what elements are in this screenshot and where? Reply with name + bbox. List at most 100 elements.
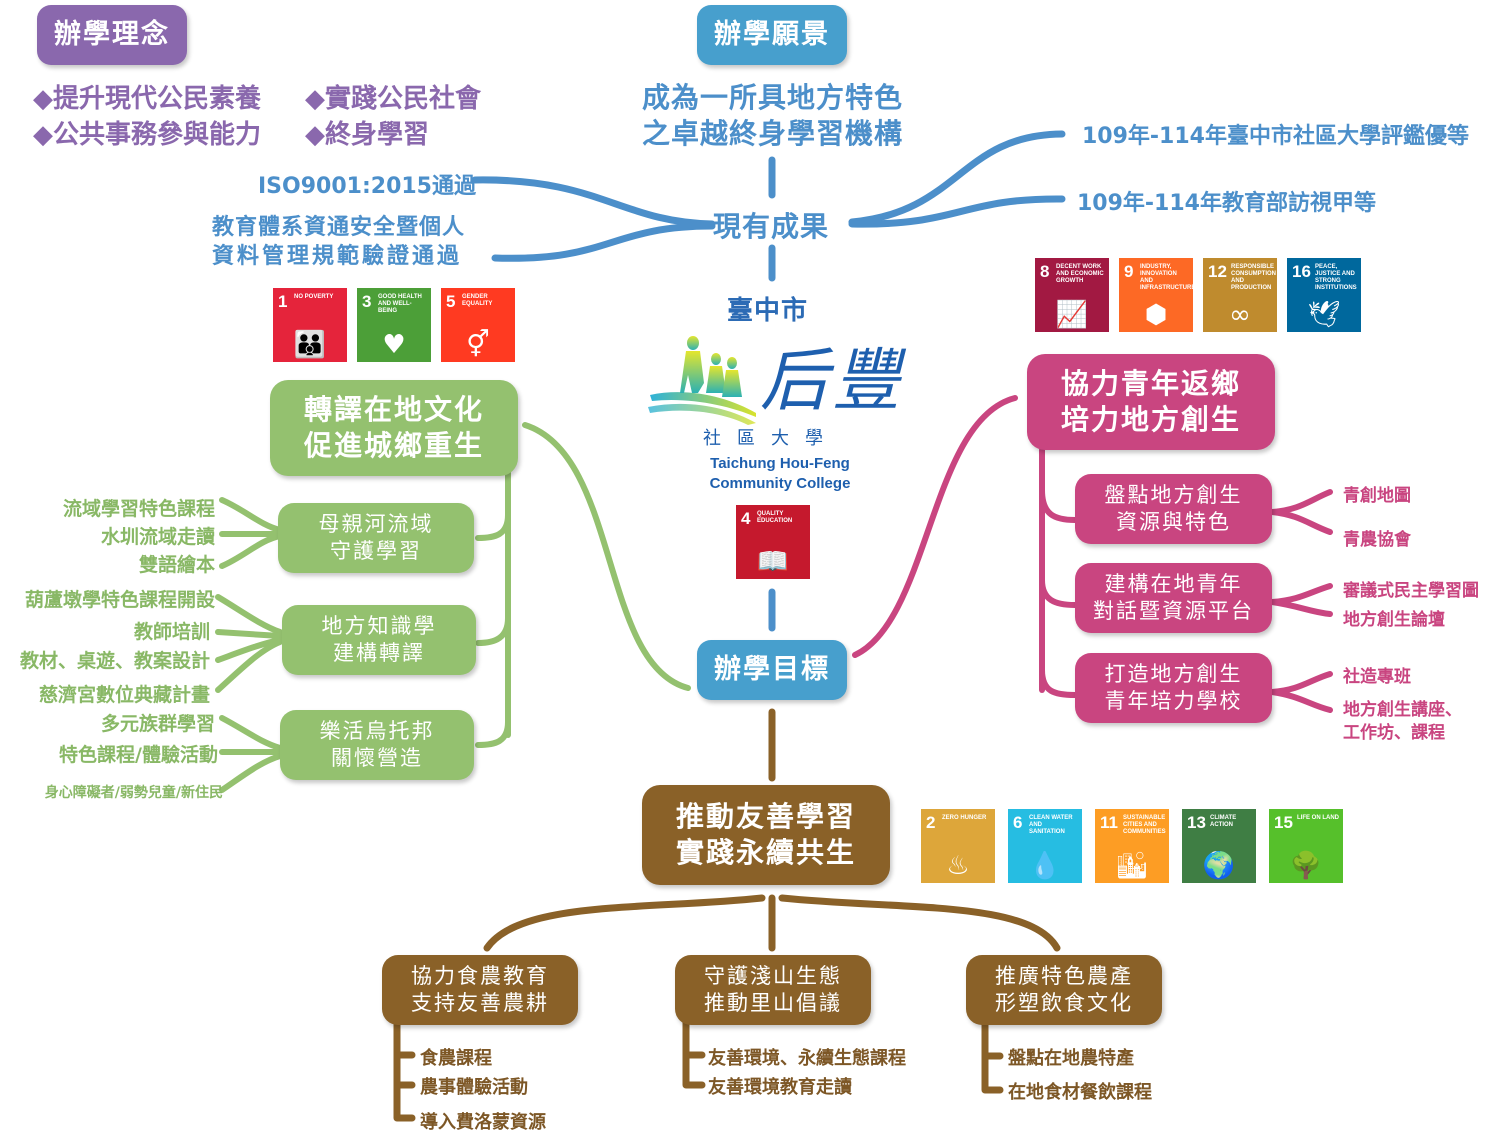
philosophy-title-box: 辦學理念 [37,5,187,65]
branch-title-line: 盤點地方創生 [1104,482,1243,507]
sdg-label: GOOD HEALTH AND WELL-BEING [378,294,422,314]
sdg-number: 9 [1124,262,1134,281]
sdg-label: CLIMATE ACTION [1210,815,1237,828]
culture-title-box: 轉譯在地文化 促進城鄉重生 [270,380,518,476]
achievement-visit: 109年-114年教育部訪視甲等 [1077,191,1376,216]
sdg-label: LIFE ON LAND [1297,815,1339,821]
branch-title-line: 建構在地青年 [1104,571,1243,596]
achievement-infosec-line1: 教育體系資通安全暨個人 [212,215,466,240]
youth-leaf: 地方創生講座、 工作坊、課程 [1343,699,1462,745]
sdg-number: 13 [1187,813,1206,832]
sdg-number: 12 [1208,262,1227,281]
branch-title-line: 樂活烏托邦 [319,718,435,743]
vision-line: 成為一所具地方特色 [641,81,903,114]
branch-title-line: 地方知識學 [321,613,437,638]
logo-subtitle: 社區大學 [703,428,839,449]
youth-leaf-line: 地方創生講座、 [1343,700,1462,720]
branch-title-line: 建構轉譯 [333,641,425,665]
sustain-title-line: 推動友善學習 [675,799,856,833]
culture-leaf: 教材、桌遊、教案設計 [19,650,210,672]
infinity-icon: ∞ [1229,300,1251,330]
philosophy-title: 辦學理念 [54,19,170,51]
bowl-icon: ♨ [946,851,970,881]
growth-chart-icon: 📈 [1055,300,1089,330]
link-goals-youth [852,395,1018,658]
family-icon: 👪 [293,330,327,360]
culture-leaf: 身心障礙者/弱勢兒童/新住民 [44,785,223,801]
branch-title-line: 資源與特色 [1116,510,1231,534]
logo-figures-icon [648,336,756,425]
youth-branch-box: 打造地方創生 青年培力學校 [1075,653,1272,723]
culture-leaf: 流域學習特色課程 [62,498,215,520]
culture-leaf: 慈濟宮數位典藏計畫 [38,684,210,706]
tree-icon: 🌳 [1289,851,1323,881]
heartbeat-icon: ♥ [382,330,406,360]
sustain-leaf: 在地食材餐飲課程 [1008,1082,1152,1103]
gender-icon: ⚥ [466,330,490,360]
youth-leaf-line: 工作坊、課程 [1343,722,1445,743]
book-icon: 📖 [756,547,790,577]
culture-leaf: 雙語繪本 [138,554,215,576]
goals-title-box: 辦學目標 [697,640,847,700]
sdg-9-badge: 9 INDUSTRY, INNOVATION AND INFRASTRUCTURE… [1119,258,1193,332]
branch-title-line: 母親河流域 [318,511,434,536]
sustain-leaf: 導入費洛蒙資源 [420,1112,546,1133]
youth-leaf: 青農協會 [1343,530,1411,550]
logo-city: 臺中市 [727,296,809,326]
branch-title-line: 支持友善農耕 [411,991,549,1015]
sdg-label: GENDER EQUALITY [462,294,493,307]
philosophy-item: ◆公共事務參與能力 [33,120,261,150]
cubes-icon: ⬢ [1144,300,1168,330]
link-infosec [491,222,716,262]
link-goals-culture [522,422,691,691]
sustain-branch-box: 守護淺山生態 推動里山倡議 [675,955,871,1025]
vision-line: 之卓越終身學習機構 [641,116,903,150]
sdg-label: NO POVERTY [294,294,334,300]
sdg-label: SUSTAINABLE CITIES AND COMMUNITIES [1123,815,1166,835]
sdg-label: CLEAN WATER AND SANITATION [1029,815,1073,835]
sustain-branch-box: 推廣特色農產 形塑飲食文化 [966,955,1162,1025]
link-iso [471,176,716,228]
branch-title-line: 協力食農教育 [411,963,549,988]
sdg-label: RESPONSIBLE CONSUMPTION AND PRODUCTION [1231,264,1276,291]
sdg-label: ZERO HUNGER [942,815,987,821]
sustain-title-line: 實踐永續共生 [675,836,856,869]
link-trunk-b3 [475,719,511,748]
vision-statement: 成為一所具地方特色 之卓越終身學習機構 [620,80,925,152]
dove-icon: 🕊 [1307,300,1341,330]
achievement-infosec: 教育體系資通安全暨個人 資料管理規範驗證通過 [212,214,465,271]
youth-leaf: 審議式民主學習圖 [1343,581,1479,601]
branch-title-line: 守護淺山生態 [704,963,842,988]
sustain-title-box: 推動友善學習 實踐永續共生 [642,785,890,885]
branch-title-line: 打造地方創生 [1104,661,1243,686]
sdg-1-badge: 1 NO POVERTY 👪 [273,288,347,362]
sdg-number: 1 [278,292,288,311]
vision-title-box: 辦學願景 [697,5,847,65]
city-icon: 🏙 [1115,851,1149,881]
branch-title-line: 對話暨資源平台 [1093,599,1254,623]
sustain-leaf: 友善環境、永續生態課程 [708,1048,906,1069]
goals-title: 辦學目標 [714,654,830,686]
logo-english-line1: Taichung Hou-Feng [710,455,850,472]
branch-title-line: 推動里山倡議 [704,991,842,1015]
sdg-number: 16 [1292,262,1311,281]
youth-leaf: 社造專班 [1343,667,1411,687]
youth-title-line: 培力地方創生 [1060,403,1241,436]
youth-leaf: 地方創生論壇 [1343,610,1445,630]
culture-title-line: 轉譯在地文化 [303,392,484,426]
sdg-label: INDUSTRY, INNOVATION AND INFRASTRUCTURE [1140,264,1193,291]
vision-title: 辦學願景 [714,19,830,51]
youth-branch-box: 盤點地方創生 資源與特色 [1075,474,1272,544]
culture-leaf: 葫蘆墩學特色課程開設 [24,589,215,611]
sustain-leaf: 食農課程 [420,1048,492,1069]
sdg-label: DECENT WORK AND ECONOMIC GROWTH [1056,264,1104,284]
eye-globe-icon: 🌍 [1202,851,1236,881]
branch-title-line: 關懷營造 [331,746,423,770]
logo-english: Taichung Hou-Feng Community College [700,454,860,495]
